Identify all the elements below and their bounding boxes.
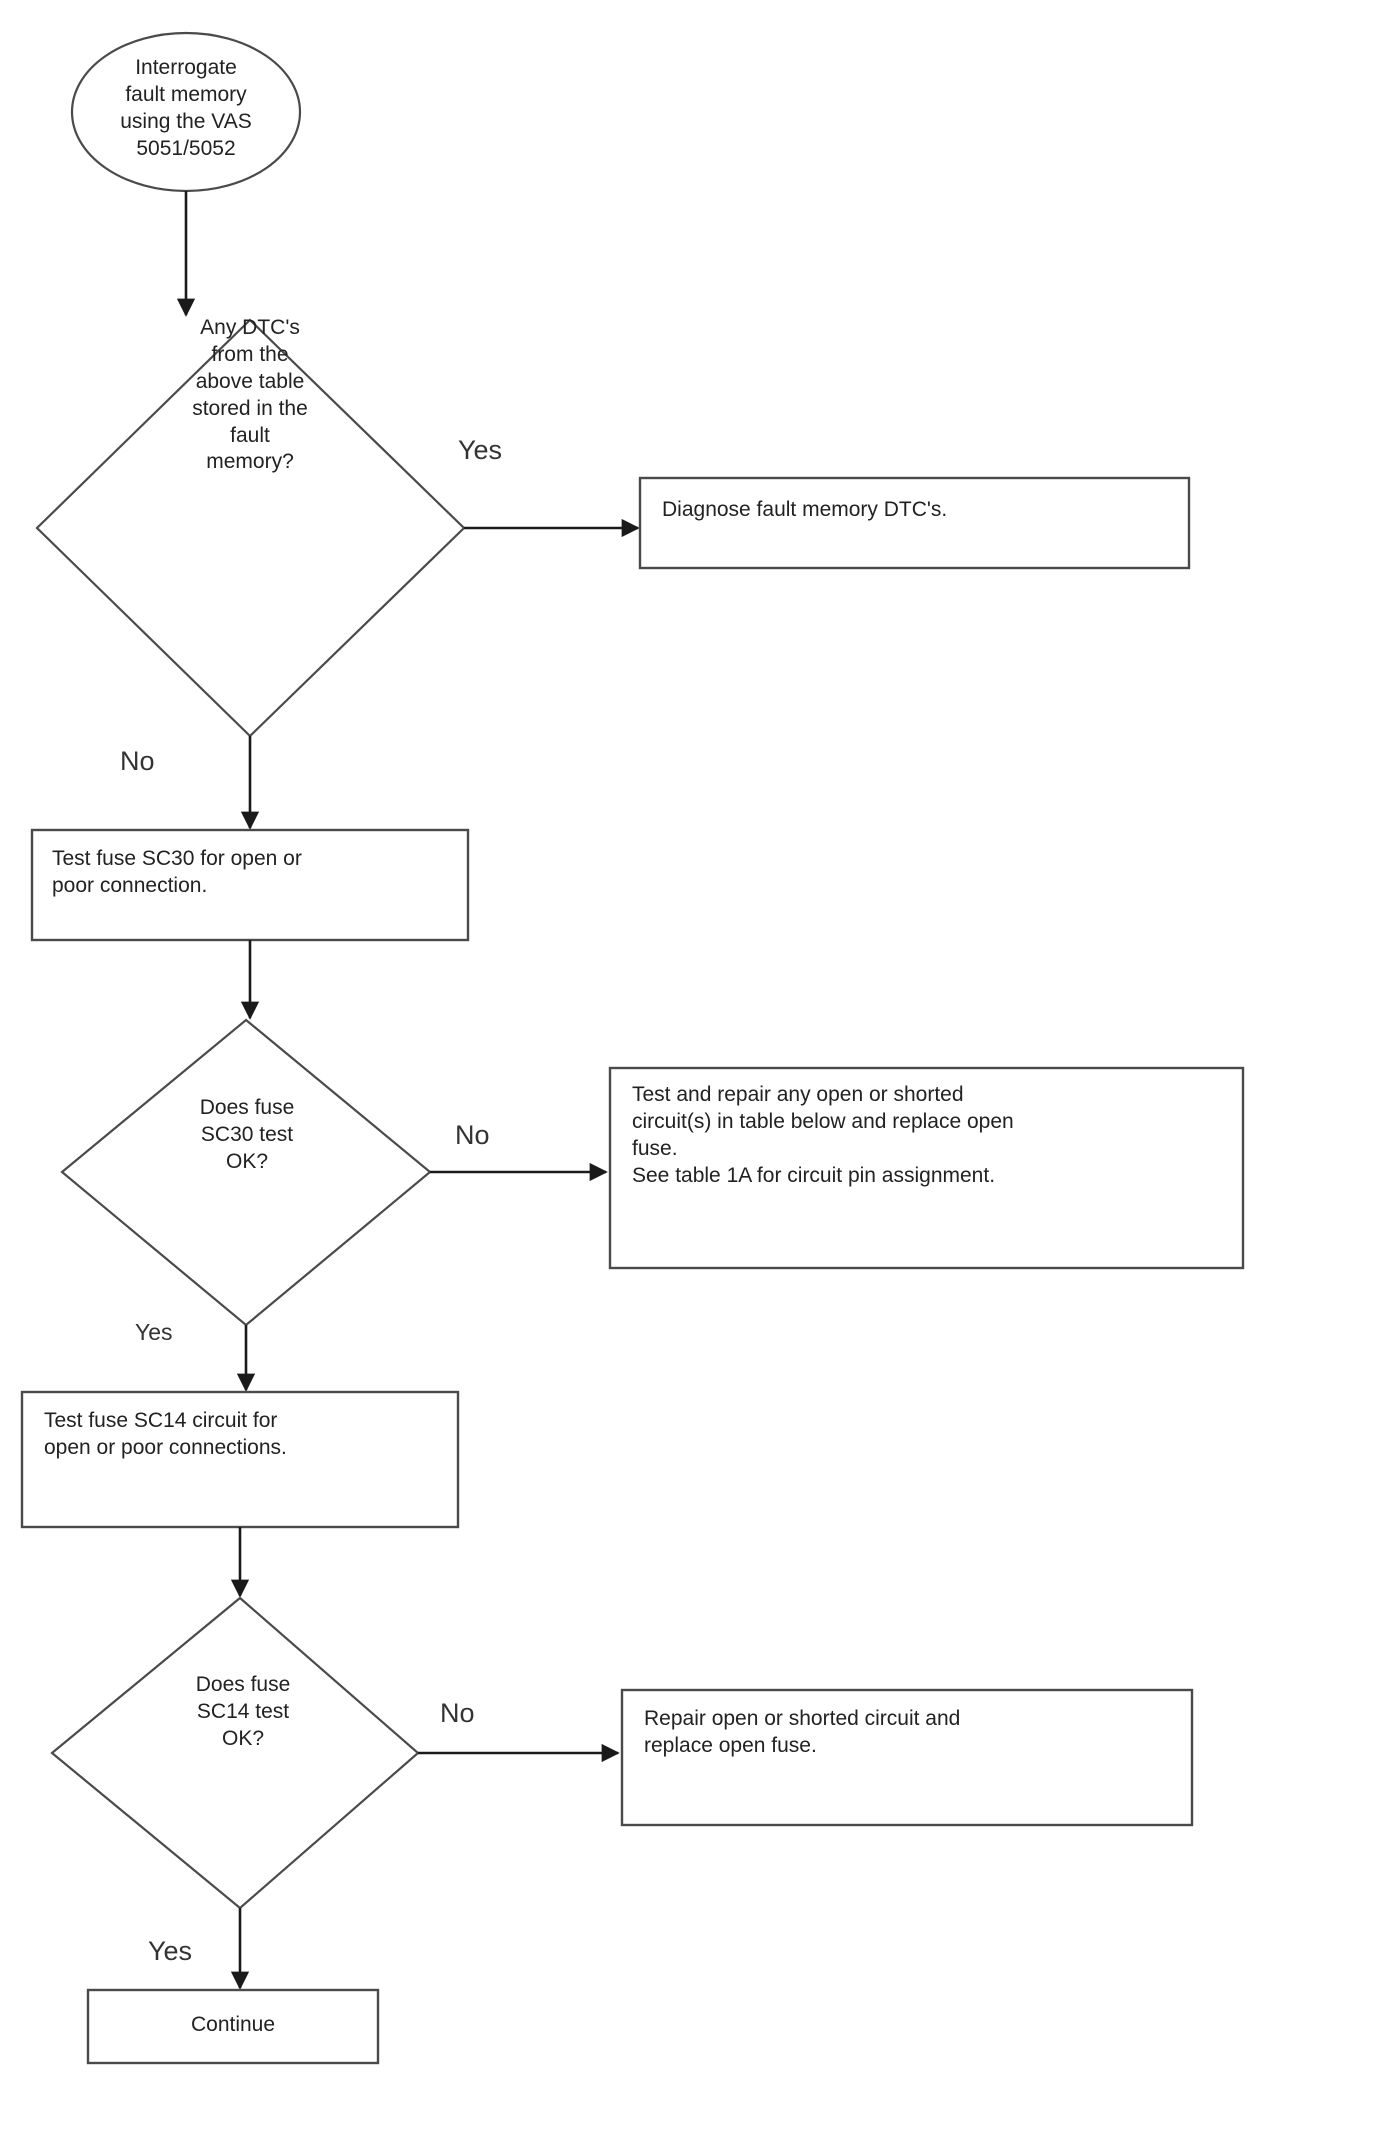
dtc-decision-shape <box>35 318 466 738</box>
edge-label-dtc-no: No <box>120 746 155 776</box>
sc30-decision-shape <box>60 1018 432 1327</box>
edge-label-dtc-yes: Yes <box>458 435 503 465</box>
edge-label-sc30-yes: Yes <box>135 1319 173 1345</box>
edge-label-sc14-yes: Yes <box>148 1936 193 1966</box>
continue-box-shape <box>86 1988 380 2065</box>
test-sc14-box-shape <box>20 1390 460 1529</box>
sc14-decision-shape <box>50 1596 420 1910</box>
edge-label-sc30-no: No <box>455 1120 490 1150</box>
edge-label-sc14-no: No <box>440 1698 475 1728</box>
test-sc30-box-shape <box>30 828 470 942</box>
repair-sc14-box-shape <box>620 1688 1194 1827</box>
repair-sc30-box-shape <box>608 1066 1245 1270</box>
diagnose-dtc-box-shape <box>638 476 1191 570</box>
start-terminator-shape <box>70 31 302 193</box>
